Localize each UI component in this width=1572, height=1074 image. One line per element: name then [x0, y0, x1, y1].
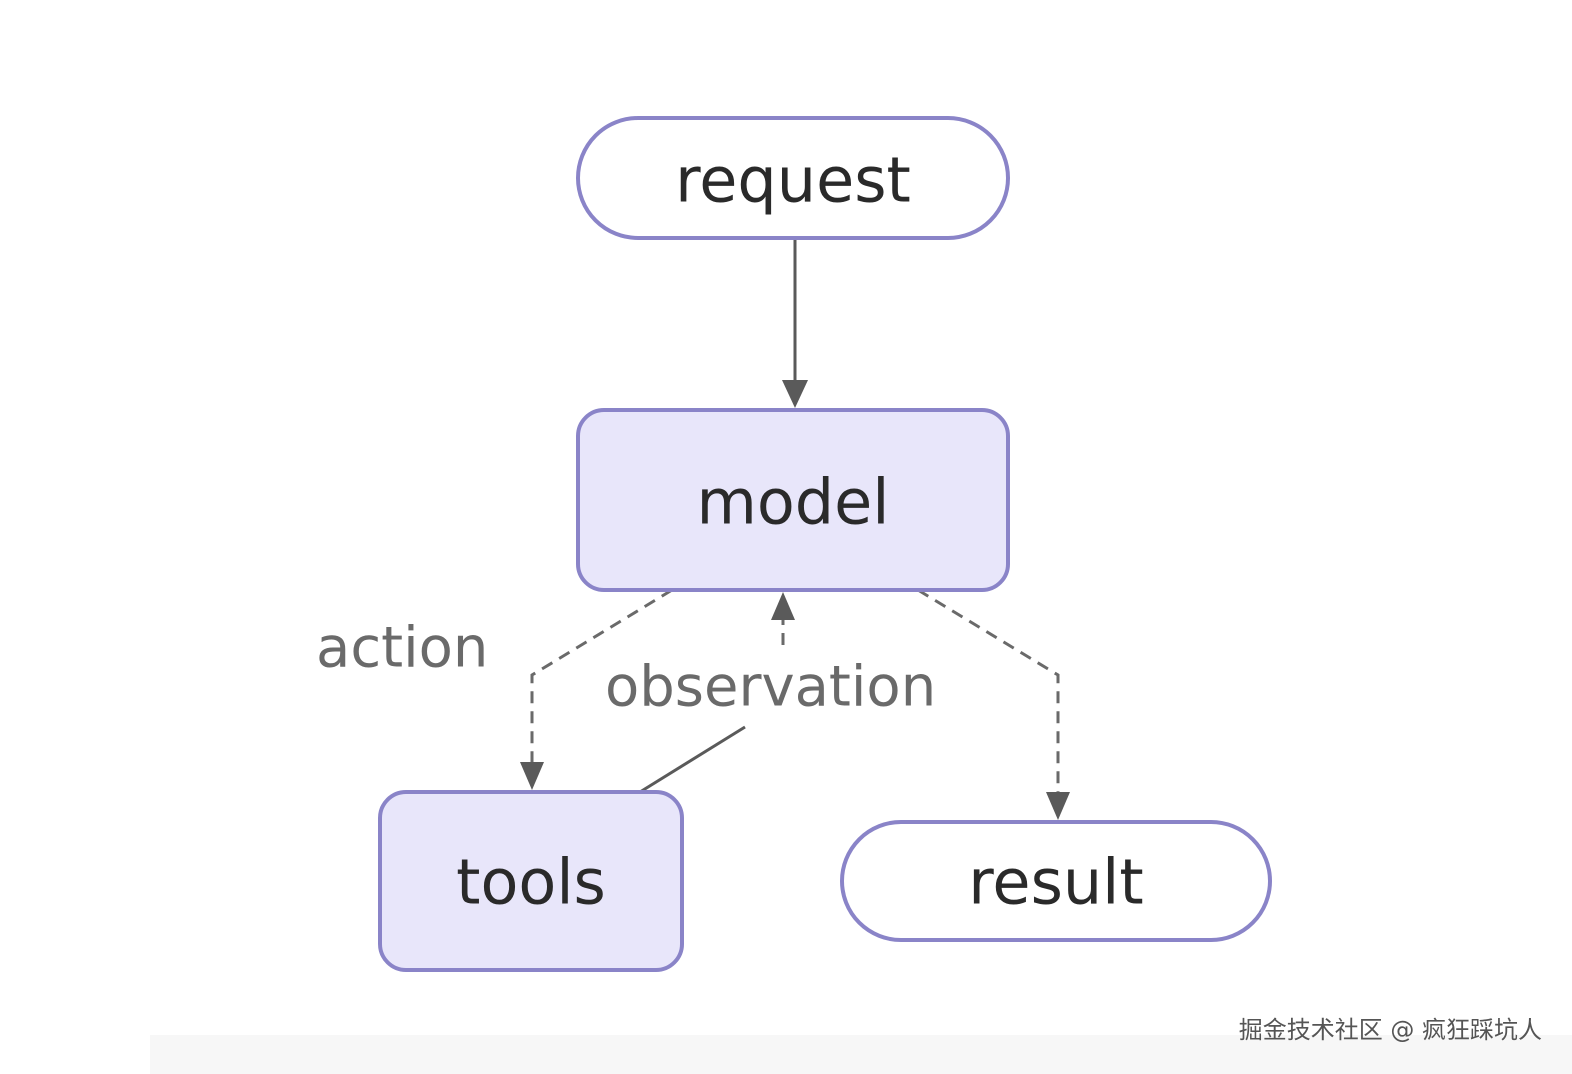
arrowhead-tools: [520, 762, 544, 790]
edge-model-to-tools: [530, 588, 673, 770]
node-model-label: model: [696, 466, 889, 539]
arrowhead-model: [782, 380, 808, 408]
node-model-shape: [576, 408, 1010, 592]
edge-label-observation: observation: [605, 655, 936, 720]
watermark-text: 掘金技术社区 @ 疯狂踩坑人: [1238, 1016, 1542, 1044]
arrowhead-result: [1046, 792, 1070, 820]
footer-strip: [150, 1035, 1572, 1074]
node-request-label: request: [675, 144, 911, 217]
node-request-shape: [576, 116, 1010, 240]
node-result: result: [840, 820, 1272, 942]
node-tools-shape: [378, 790, 684, 972]
edge-label-action: action: [316, 616, 488, 681]
node-tools-label: tools: [456, 846, 606, 919]
node-result-label: result: [968, 846, 1143, 919]
edge-model-to-result: [917, 588, 1060, 800]
node-request: request: [576, 116, 1010, 240]
node-tools: tools: [378, 790, 684, 972]
edge-tools-observation: [639, 725, 746, 794]
node-result-shape: [840, 820, 1272, 942]
arrowhead-observation: [771, 592, 795, 620]
node-model: model: [576, 408, 1010, 592]
